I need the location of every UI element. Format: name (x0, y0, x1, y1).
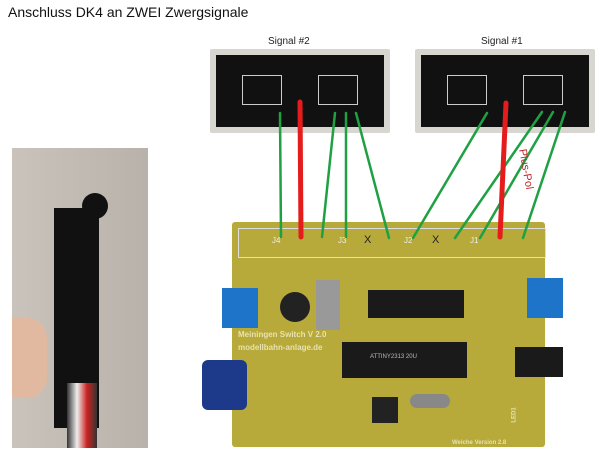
header-j3: J3 (338, 236, 347, 245)
push-button (372, 397, 398, 423)
signal-led-outline (523, 75, 563, 105)
crystal (410, 394, 450, 408)
header-j1: J1 (470, 236, 479, 245)
signal-wire (354, 111, 391, 240)
version-label: Weiche Version 2.8 (452, 440, 507, 446)
board-name: Meiningen Switch V 2.0 (238, 330, 327, 339)
page-title: Anschluss DK4 an ZWEI Zwergsignale (8, 4, 249, 20)
switch-pcb: J4 J3 J2 J1 X X ATTINY2313 20U Meiningen… (202, 222, 563, 447)
signal-wire (478, 110, 555, 240)
voltage-regulator (316, 280, 340, 330)
signal-2-label: Signal #2 (268, 36, 310, 47)
cables (67, 383, 97, 448)
electrolytic-capacitor (202, 360, 247, 410)
unused-pin-mark: X (432, 234, 440, 246)
signal-led-outline (242, 75, 282, 105)
signal-led-outline (447, 75, 487, 105)
finger (12, 318, 47, 398)
plus-wire (497, 100, 509, 240)
header-strip (238, 228, 546, 258)
signal-wire (453, 110, 544, 240)
terminal-block-left (222, 288, 258, 328)
header-j2: J2 (404, 236, 413, 245)
board-site: modellbahn-anlage.de (238, 343, 323, 352)
capacitor (280, 292, 310, 322)
header-j4: J4 (272, 236, 281, 245)
dk4-signal-head (82, 193, 108, 219)
signal-wire (320, 111, 337, 239)
signal-led-outline (318, 75, 358, 105)
signal-wire (278, 111, 283, 239)
optocoupler (515, 347, 563, 377)
signal-1-label: Signal #1 (481, 36, 523, 47)
plus-wire (297, 99, 304, 240)
signal-wire (411, 111, 489, 240)
signal-wire (521, 110, 567, 240)
ic-chip (368, 290, 464, 318)
terminal-block-right (527, 278, 563, 318)
dk4-photo (12, 148, 148, 448)
unused-pin-mark: X (364, 234, 372, 246)
chip-label: ATTINY2313 20U (370, 354, 417, 360)
microcontroller: ATTINY2313 20U (342, 342, 467, 378)
